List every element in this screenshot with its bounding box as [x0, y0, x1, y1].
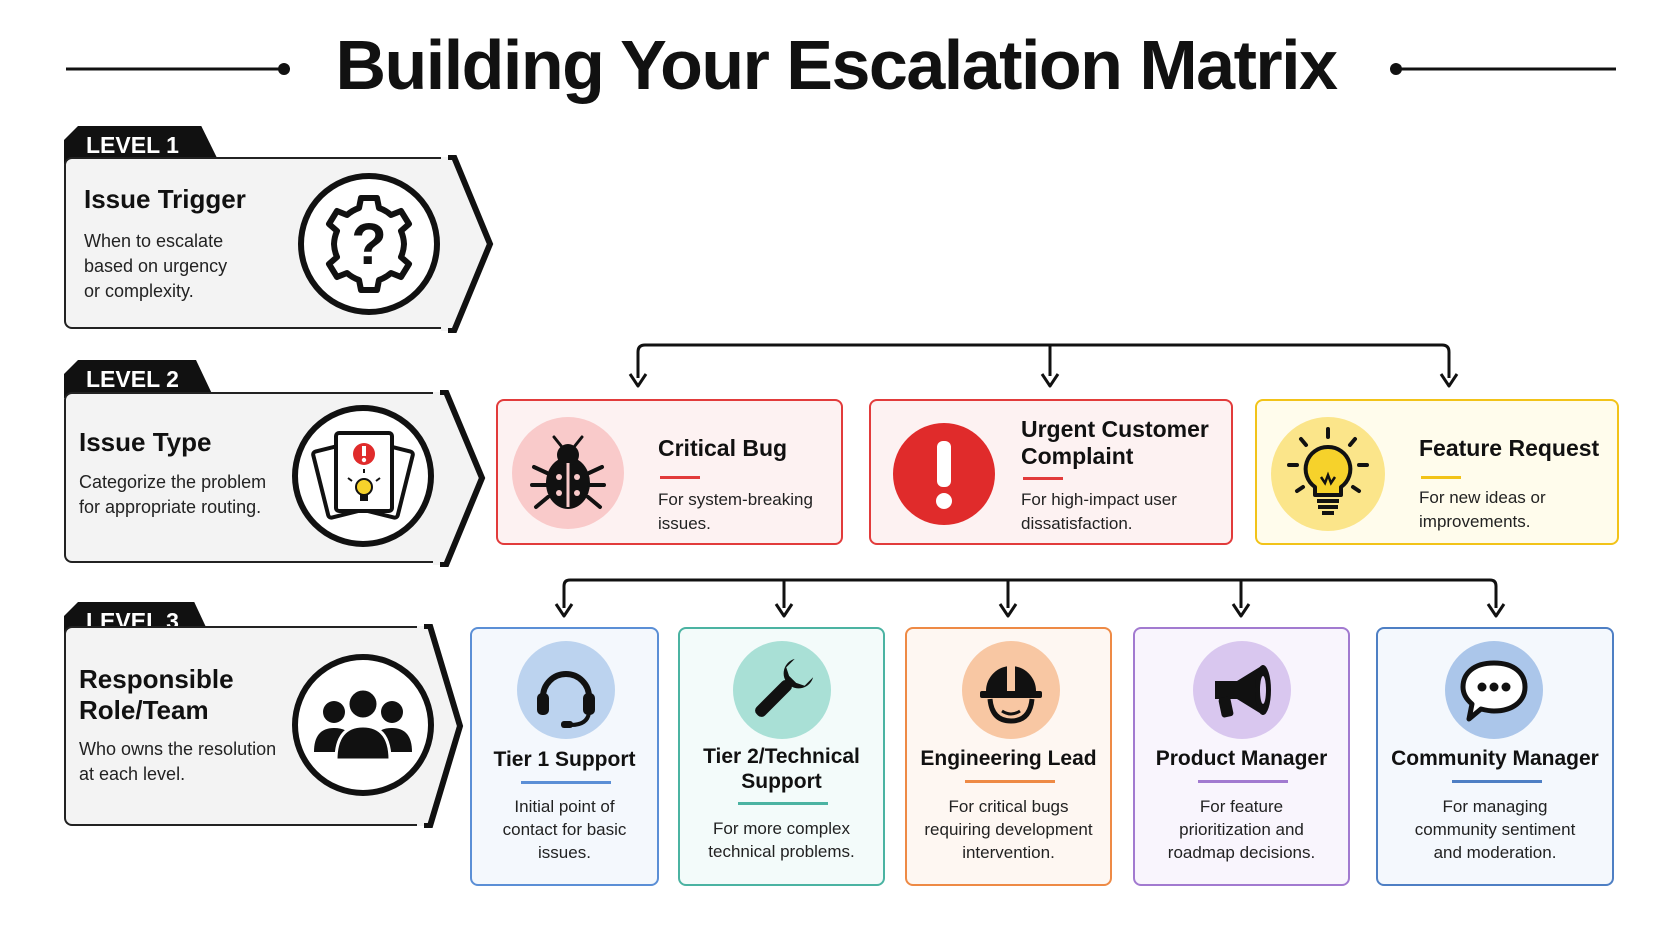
level-1-chevron	[441, 155, 494, 333]
role-title: Tier 1 Support	[493, 748, 636, 771]
level-2-title: Issue Type	[79, 427, 212, 457]
exclamation-icon	[893, 423, 995, 525]
level-2-tab: LEVEL 2	[64, 360, 214, 398]
gear-question-icon: ?	[298, 173, 440, 315]
role-divider	[1198, 780, 1288, 783]
issue-type-divider	[1023, 477, 1063, 480]
hardhat-icon	[962, 641, 1060, 739]
megaphone-icon	[1193, 641, 1291, 739]
issue-type-title: Feature Request	[1419, 435, 1600, 461]
lightbulb-icon	[1271, 417, 1385, 531]
role-divider	[521, 781, 611, 784]
issue-type-divider	[660, 476, 700, 479]
svg-text:?: ?	[351, 212, 386, 277]
role-divider	[738, 802, 828, 805]
level-2-chevron	[433, 390, 486, 567]
page-title: Building Your Escalation Matrix	[335, 26, 1338, 104]
level-1-title: Issue Trigger	[84, 184, 246, 214]
role-title: Engineering Lead	[920, 747, 1097, 770]
chat-bubble-icon	[1445, 641, 1543, 739]
headset-icon	[517, 641, 615, 739]
role-title: Product Manager	[1155, 747, 1328, 770]
role-title: Community Manager	[1391, 747, 1599, 770]
issue-type-divider	[1421, 476, 1461, 479]
bug-icon	[512, 417, 624, 529]
wrench-icon	[733, 641, 831, 739]
role-divider	[1452, 780, 1542, 783]
team-icon	[292, 654, 434, 796]
level-3-chevron	[417, 624, 464, 828]
issue-type-title: Critical Bug	[658, 435, 788, 461]
cards-icon	[292, 405, 434, 547]
role-divider	[965, 780, 1055, 783]
